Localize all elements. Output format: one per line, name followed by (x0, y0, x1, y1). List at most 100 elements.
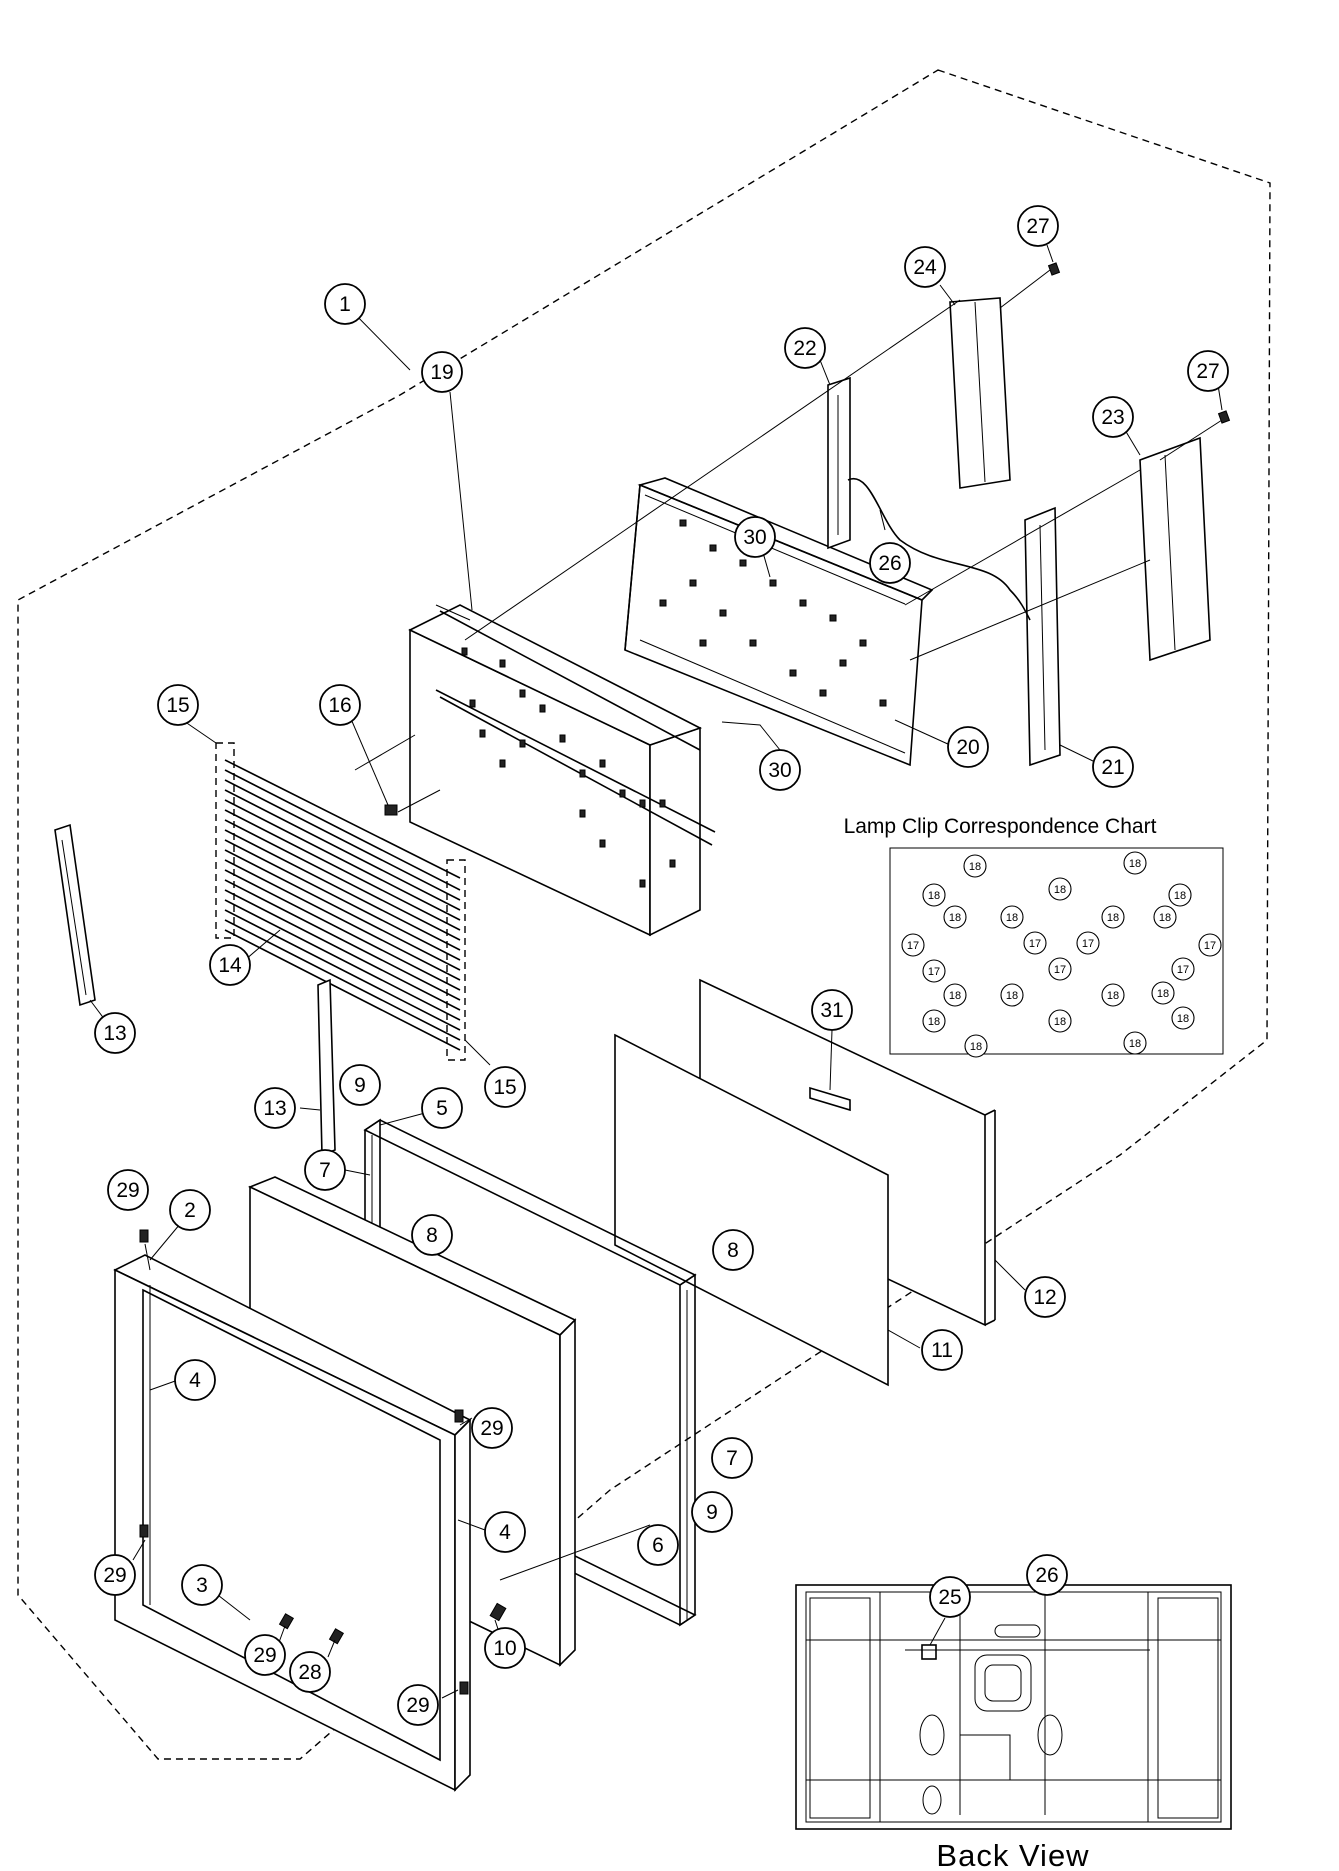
svg-text:16: 16 (328, 694, 351, 717)
clip-18: 18 (1048, 877, 1072, 901)
cable-26 (847, 477, 1031, 621)
svg-text:18: 18 (928, 1016, 940, 1028)
svg-text:29: 29 (116, 1179, 139, 1202)
svg-text:29: 29 (253, 1644, 276, 1667)
svg-text:9: 9 (354, 1074, 366, 1097)
clip-17: 17 (1171, 957, 1195, 981)
screw-29-d (278, 1613, 295, 1630)
svg-text:28: 28 (298, 1661, 321, 1684)
clip-18: 18 (1094, 1053, 1106, 1065)
bracket-24 (949, 297, 1011, 489)
lamp-holder-13-center (317, 978, 336, 1157)
callout-13: 13 (254, 1087, 296, 1129)
callout-21: 21 (1092, 746, 1134, 788)
svg-text:17: 17 (1177, 964, 1189, 976)
circuit-board-22 (827, 376, 851, 550)
callout-2: 2 (169, 1189, 211, 1231)
clip-18: 18 (1151, 981, 1175, 1005)
callout-11: 11 (921, 1329, 963, 1371)
callout-4: 4 (174, 1359, 216, 1401)
svg-text:20: 20 (956, 736, 979, 759)
clip-18: 18 (1123, 851, 1147, 875)
clip-18: 18 (1168, 883, 1192, 907)
svg-text:18: 18 (928, 890, 940, 902)
back-view-callout-26: 26 (1026, 1554, 1068, 1596)
clip-18: 18 (943, 983, 967, 1007)
plate-31 (809, 1086, 851, 1112)
svg-text:18: 18 (1054, 884, 1066, 896)
svg-text:7: 7 (319, 1159, 331, 1182)
back-view: 25 26 Back View (795, 1554, 1232, 1871)
svg-text:18: 18 (1129, 1038, 1141, 1050)
svg-text:9: 9 (706, 1501, 718, 1524)
back-view-caption: Back View (936, 1838, 1089, 1871)
svg-text:18: 18 (949, 912, 961, 924)
svg-text:18: 18 (969, 861, 981, 873)
svg-text:8: 8 (426, 1224, 438, 1247)
svg-text:17: 17 (907, 940, 919, 952)
screw-29-b (454, 1409, 464, 1423)
screw-10 (489, 1602, 507, 1622)
callout-27: 27 (1187, 350, 1229, 392)
svg-text:18: 18 (1006, 912, 1018, 924)
svg-text:4: 4 (189, 1369, 201, 1392)
svg-text:30: 30 (743, 526, 766, 549)
clip-18: 18 (964, 1034, 988, 1058)
svg-text:15: 15 (166, 694, 189, 717)
callout-14: 14 (209, 944, 251, 986)
clip-18: 18 (1171, 1006, 1195, 1030)
callout-16: 16 (319, 684, 361, 726)
bracket-23 (1139, 436, 1211, 662)
back-cover (408, 604, 716, 937)
svg-text:18: 18 (1177, 1013, 1189, 1025)
callout-3: 3 (181, 1564, 223, 1606)
svg-text:18: 18 (1174, 890, 1186, 902)
diffuser-plate-11 (614, 1033, 889, 1387)
lamp-array (224, 759, 461, 1051)
svg-text:24: 24 (913, 256, 937, 279)
callout-31: 31 (811, 989, 853, 1031)
svg-text:18: 18 (1107, 990, 1119, 1002)
callout-13: 13 (94, 1012, 136, 1054)
callout-29: 29 (397, 1684, 439, 1726)
callout-1: 1 (324, 283, 366, 325)
svg-text:17: 17 (1029, 938, 1041, 950)
screw-29-c (139, 1524, 149, 1538)
clip-17: 17 (1023, 931, 1047, 955)
svg-text:18: 18 (1006, 990, 1018, 1002)
svg-text:8: 8 (727, 1239, 739, 1262)
svg-text:25: 25 (938, 1586, 961, 1609)
clip-18: 18 (1101, 983, 1125, 1007)
callout-7: 7 (711, 1437, 753, 1479)
clip-18: 18 (922, 1009, 946, 1033)
callout-29: 29 (107, 1169, 149, 1211)
callout-7: 7 (304, 1149, 346, 1191)
svg-text:18: 18 (949, 990, 961, 1002)
svg-text:2: 2 (184, 1199, 196, 1222)
svg-text:17: 17 (1082, 938, 1094, 950)
svg-text:27: 27 (1026, 215, 1049, 238)
back-view-callout-25: 25 (929, 1576, 971, 1618)
lamp-holder-right (446, 859, 466, 1061)
svg-text:18: 18 (1054, 1016, 1066, 1028)
screw-28 (328, 1628, 345, 1645)
callout-10: 10 (484, 1627, 526, 1669)
callout-8: 8 (712, 1229, 754, 1271)
svg-text:18: 18 (1157, 988, 1169, 1000)
callout-29: 29 (471, 1407, 513, 1449)
lamp-clip-chart: Lamp Clip Correspondence Chart 18 18 18 … (844, 815, 1224, 1065)
svg-text:26: 26 (1035, 1564, 1058, 1587)
svg-text:3: 3 (196, 1574, 208, 1597)
clip-18: 18 (922, 883, 946, 907)
callout-9: 9 (339, 1064, 381, 1106)
svg-text:6: 6 (652, 1534, 664, 1557)
svg-text:15: 15 (493, 1076, 516, 1099)
svg-text:18: 18 (1107, 912, 1119, 924)
screw-29-e (459, 1681, 469, 1695)
svg-text:14: 14 (218, 954, 242, 977)
callout-29: 29 (94, 1554, 136, 1596)
svg-text:10: 10 (493, 1637, 516, 1660)
assembly-boundary (17, 69, 1271, 1760)
clip-18: 18 (1101, 905, 1125, 929)
